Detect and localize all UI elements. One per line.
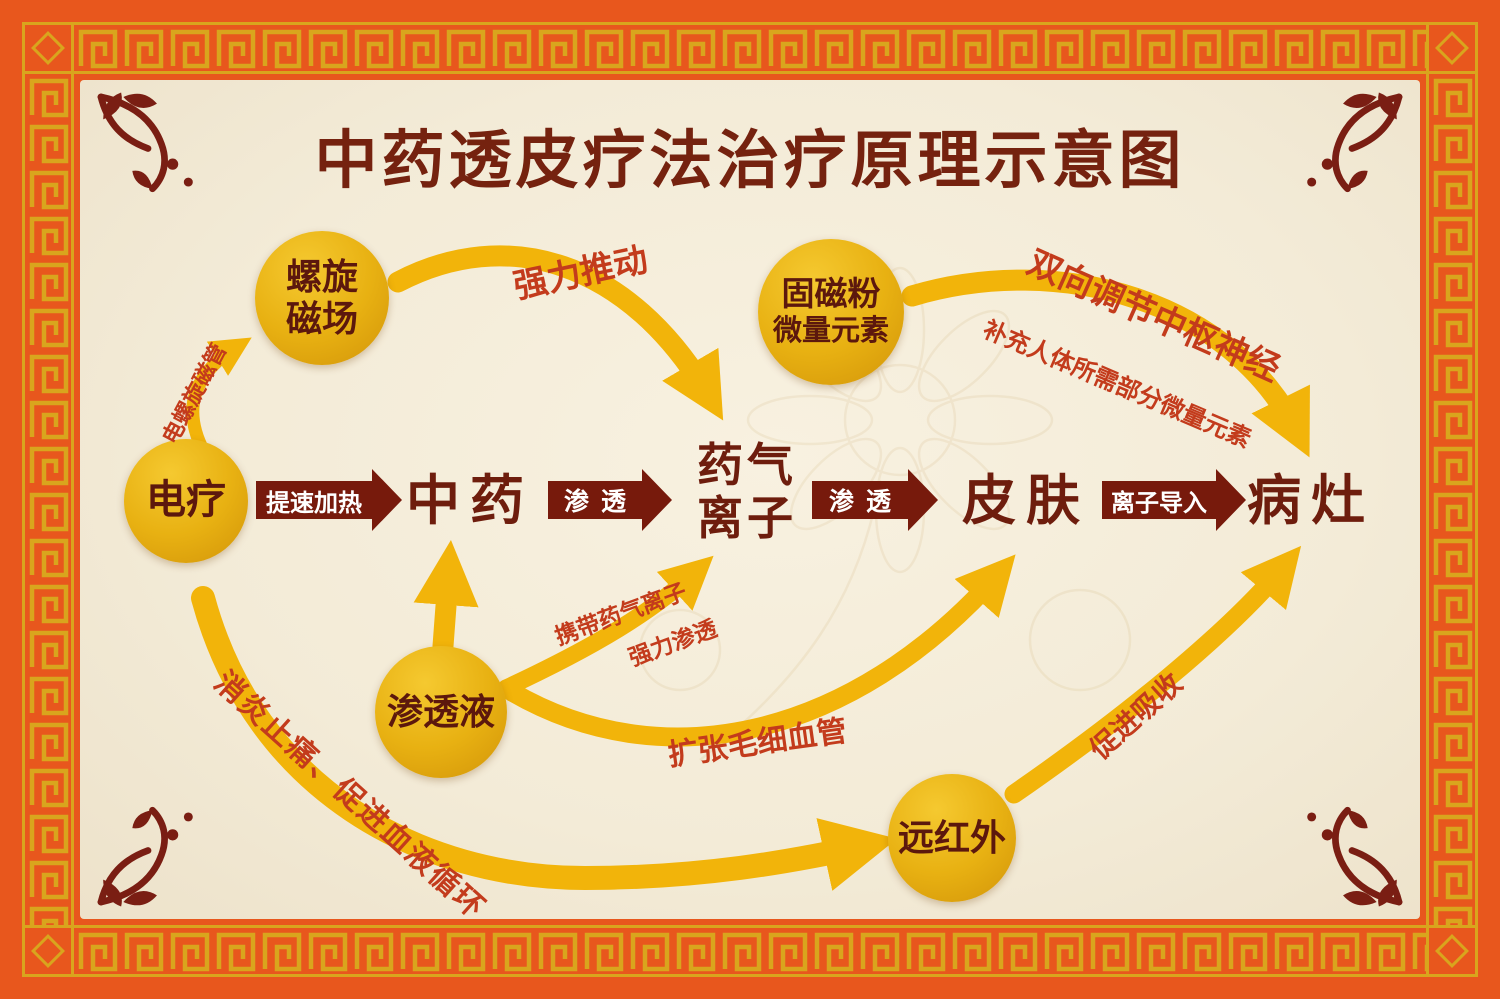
node-lesion: 病灶 — [1247, 470, 1375, 531]
node-magnetic-powder-trace-elements: 固磁粉 微量元素 — [758, 239, 904, 385]
meander-border-bottom — [74, 925, 1426, 977]
page-title: 中药透皮疗法治疗原理示意图 — [314, 126, 1186, 196]
flow-arrow-ion-import: 离子导入 — [1102, 481, 1216, 519]
node-label: 磁场 — [285, 298, 358, 339]
node-label: 远红外 — [897, 816, 1006, 858]
flow-arrow-penetrate-1: 渗透 — [548, 481, 642, 519]
frame-corner-icon — [1426, 22, 1478, 74]
floral-corner-icon — [1307, 92, 1403, 193]
frame-corner-icon — [1426, 925, 1478, 977]
floral-corner-icon — [97, 92, 193, 193]
node-far-infrared: 远红外 — [888, 774, 1016, 902]
node-label: 离子 — [697, 492, 797, 544]
node-label: 渗透液 — [386, 690, 495, 732]
meander-border-top — [74, 22, 1426, 74]
node-label: 固磁粉 — [781, 275, 881, 313]
flow-arrow-penetrate-2: 渗透 — [812, 481, 908, 519]
node-penetrating-fluid: 渗透液 — [375, 646, 507, 778]
frame-corner-icon — [22, 22, 74, 74]
node-electrotherapy: 电疗 — [124, 439, 248, 563]
node-label: 螺旋 — [285, 255, 358, 297]
node-herbal-medicine: 中药 — [406, 470, 534, 531]
meander-border-right — [1426, 74, 1478, 925]
node-label: 电疗 — [146, 478, 226, 523]
node-medicine-gas-ions: 药气 离子 — [697, 439, 797, 545]
meander-border-left — [22, 74, 74, 925]
node-skin: 皮肤 — [962, 470, 1090, 531]
node-spiral-magnetic-field: 螺旋 磁场 — [255, 231, 389, 365]
frame-corner-icon — [22, 925, 74, 977]
flow-arrow-speed-heating: 提速加热 — [256, 481, 372, 519]
node-label: 微量元素 — [772, 315, 889, 348]
floral-corner-icon — [1307, 806, 1403, 907]
node-label: 药气 — [697, 439, 797, 492]
floral-corner-icon — [97, 806, 193, 907]
